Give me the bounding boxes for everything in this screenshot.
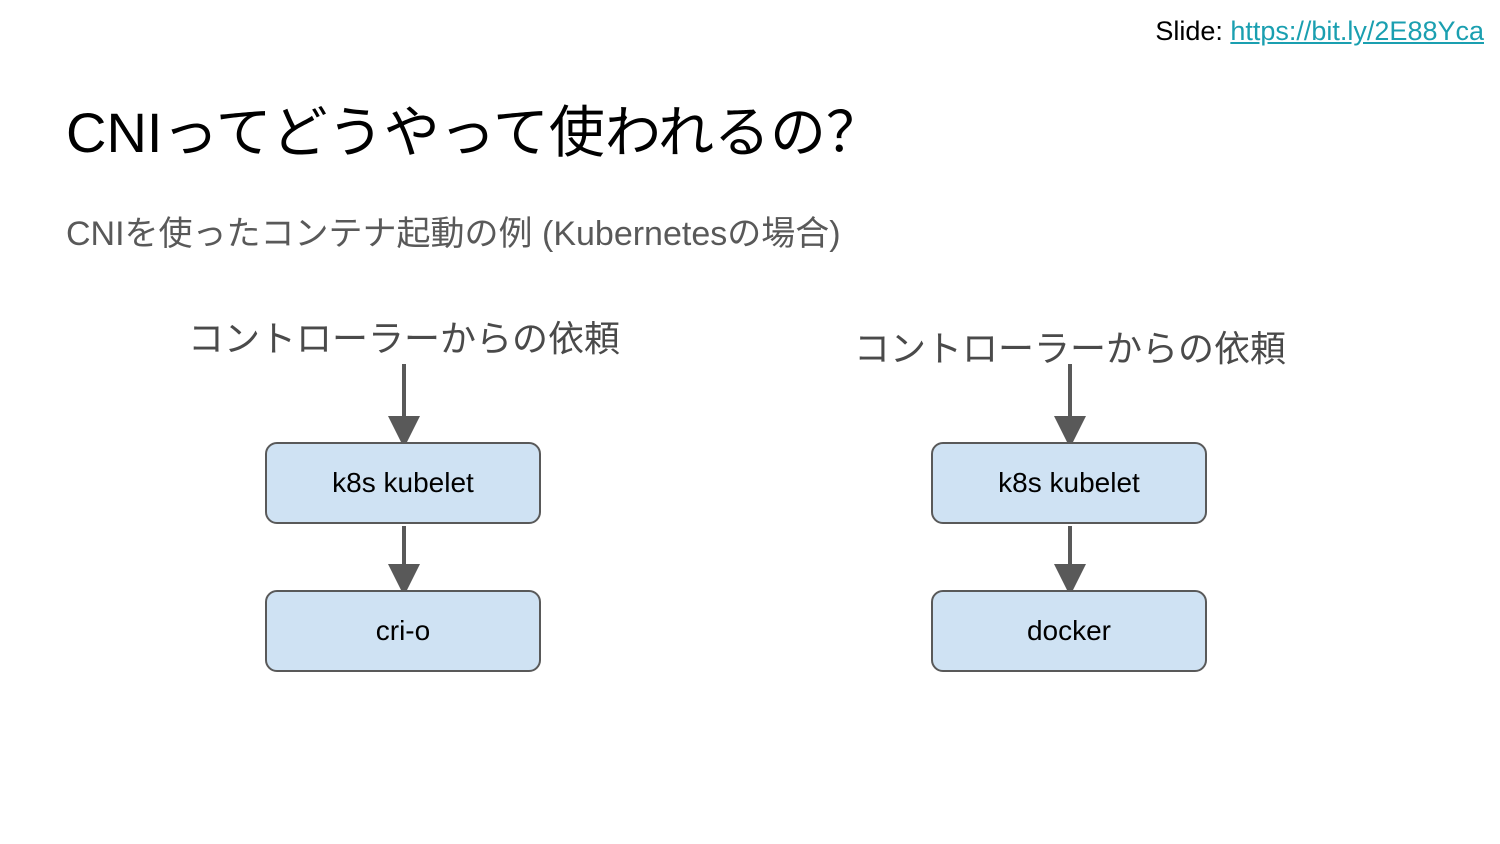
slide-link-line: Slide: https://bit.ly/2E88Yca [1155, 16, 1484, 47]
slide-title: CNIってどうやって使われるの？ [66, 101, 883, 164]
slide-link-prefix: Slide: [1155, 16, 1231, 46]
right-source-label: コントローラーからの依頼 [853, 328, 1287, 369]
right-runtime-node: docker [931, 590, 1207, 672]
right-kubelet-node: k8s kubelet [931, 442, 1207, 524]
left-kubelet-node: k8s kubelet [265, 442, 541, 524]
left-runtime-node: cri-o [265, 590, 541, 672]
slide-url-link[interactable]: https://bit.ly/2E88Yca [1230, 16, 1484, 46]
slide-subtitle: CNIを使ったコンテナ起動の例 (Kubernetesの場合) [66, 215, 841, 253]
left-source-label: コントローラーからの依頼 [187, 318, 621, 359]
